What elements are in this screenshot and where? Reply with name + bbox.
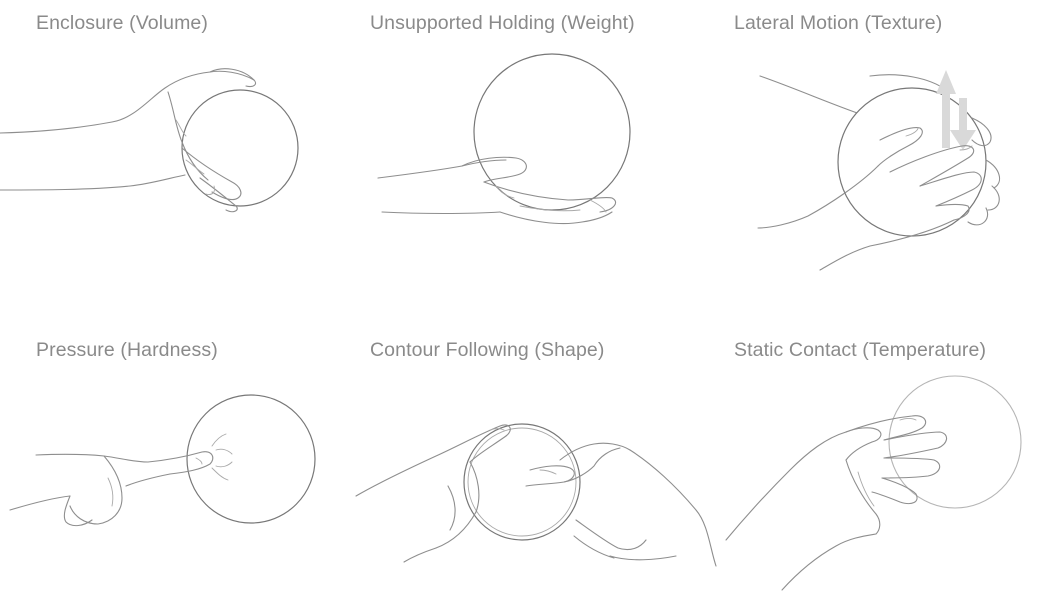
hand-touching-ball [726,416,947,590]
